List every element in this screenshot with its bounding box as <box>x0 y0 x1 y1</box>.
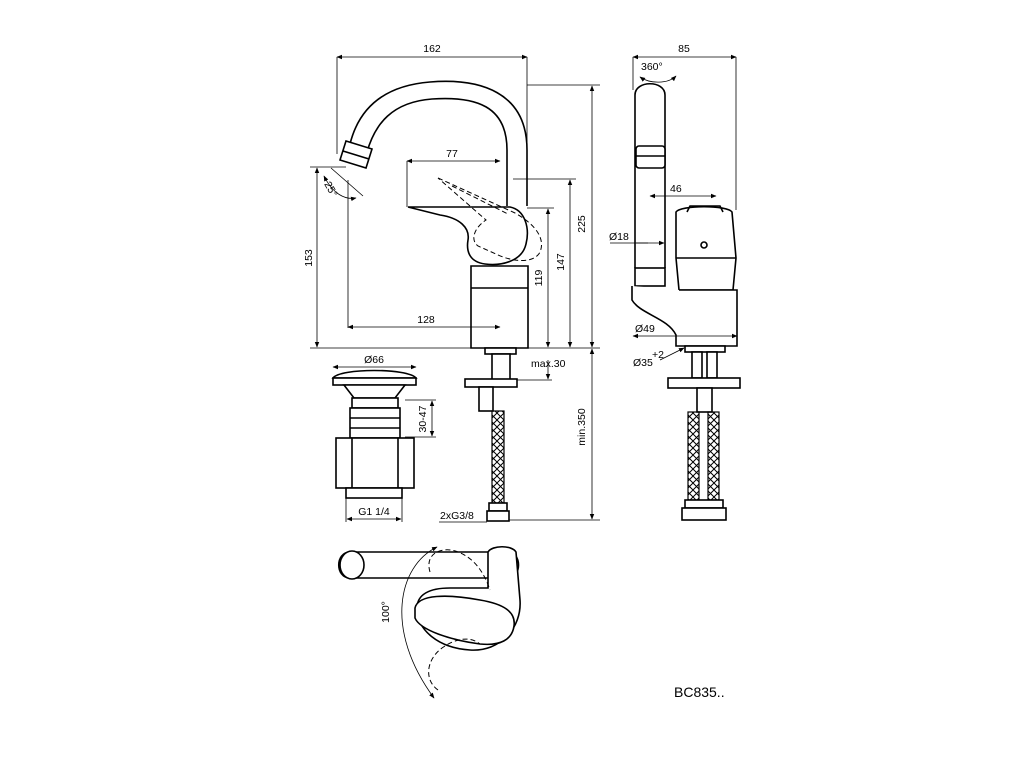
front-hose-right <box>707 411 720 501</box>
spout-inner-outline <box>366 97 508 206</box>
waste-cap <box>331 369 418 379</box>
product-code: BC835.. <box>674 684 725 700</box>
side-view: 162 77 128 153 225 147 119 max.30 min.35… <box>303 43 600 523</box>
dim-front-width: 85 <box>678 43 690 55</box>
front-view: 85 360° 46 Ø18 Ø49 Ø35 +2 <box>609 43 741 521</box>
dim-lever-angle: 100° <box>380 601 392 623</box>
waste-assembly: Ø66 30-47 G1 1/4 <box>331 354 436 522</box>
dim-lever-offset: 77 <box>446 148 458 160</box>
dim-total-width: 162 <box>423 43 441 55</box>
front-hose-left <box>687 411 700 501</box>
dim-cap-diameter: Ø66 <box>364 354 384 366</box>
dim-swivel: 360° <box>641 61 663 73</box>
front-body <box>675 206 737 291</box>
dim-deck-thickness: max.30 <box>531 358 566 370</box>
top-lever <box>414 595 515 646</box>
dim-base-diameter: Ø49 <box>635 323 655 335</box>
lever-alt-position <box>437 177 542 261</box>
spout-outline <box>349 80 528 206</box>
front-aerator <box>635 145 666 169</box>
dim-spout-height: 153 <box>303 249 315 267</box>
dim-outlet-height: 119 <box>533 269 545 286</box>
dim-body-height: 147 <box>555 253 567 271</box>
dim-spout-angle: 25° <box>321 180 339 200</box>
top-lever-alt-1 <box>428 549 491 591</box>
top-lever-alt-2 <box>428 638 481 691</box>
supply-hose <box>491 410 505 504</box>
dim-spout-diameter: Ø18 <box>609 231 629 243</box>
dim-tail-length: min.350 <box>576 408 588 446</box>
front-spout-outline <box>634 82 666 268</box>
top-view: 100° <box>337 545 521 699</box>
dim-thread: G1 1/4 <box>358 506 390 518</box>
lever <box>407 206 529 266</box>
front-base <box>631 286 738 347</box>
dim-reach: 128 <box>417 314 435 326</box>
dim-hole-diameter: Ø35 <box>633 357 653 369</box>
faucet-body <box>470 265 529 349</box>
dim-offset: 46 <box>670 183 682 195</box>
dim-adjust-range: 30-47 <box>417 405 429 432</box>
dim-connections: 2xG3/8 <box>440 510 474 522</box>
dim-hole-tolerance: +2 <box>652 349 664 361</box>
dim-total-height: 225 <box>576 215 588 233</box>
